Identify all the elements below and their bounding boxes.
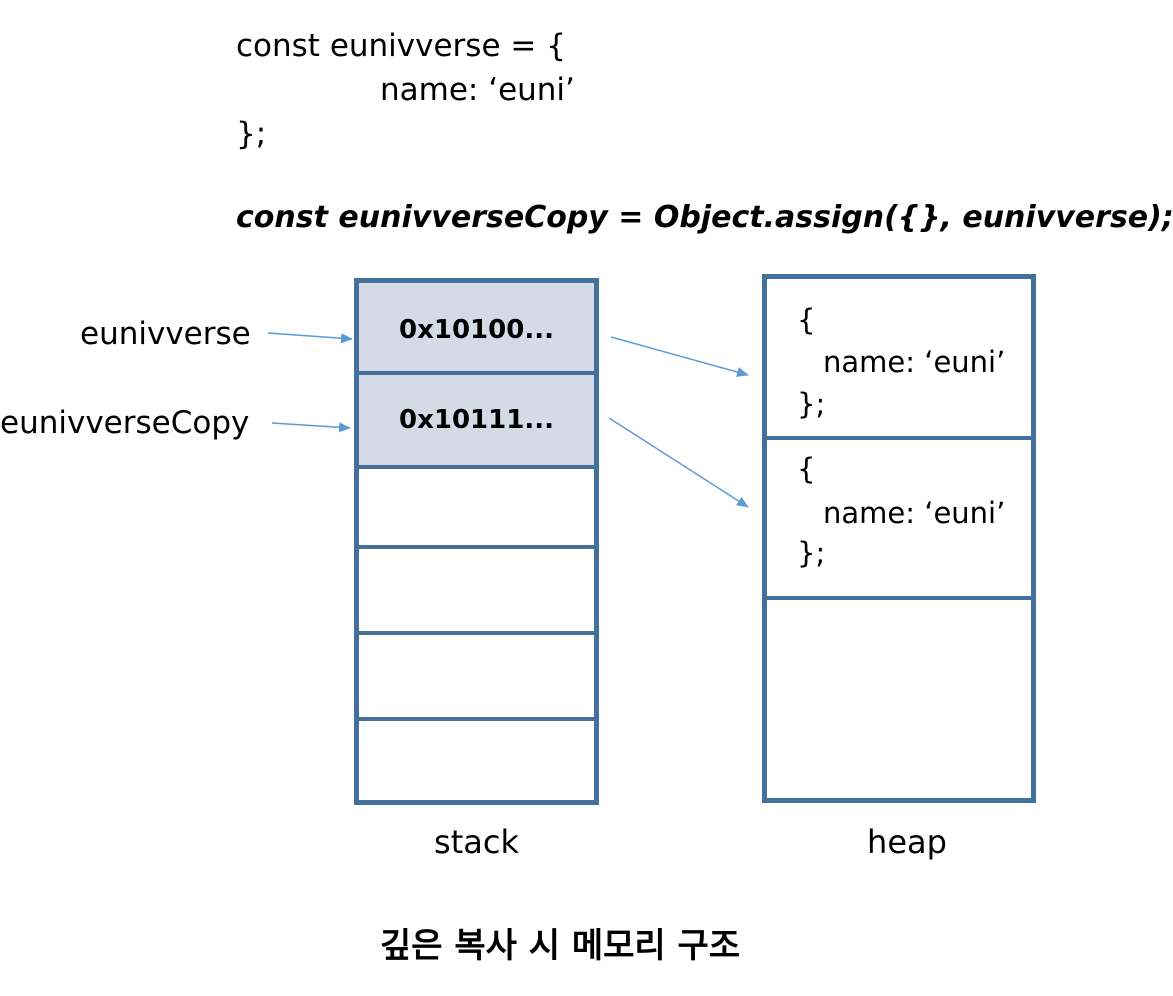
- stack-box: 0x10100... 0x10111...: [354, 278, 599, 805]
- stack-cell: [359, 635, 594, 721]
- label-eunivverse: eunivverse: [80, 316, 251, 352]
- arrow-label-to-stack-1: [267, 332, 353, 344]
- stack-address: 0x10100...: [399, 315, 554, 345]
- arrow-stack-to-heap-2: [608, 417, 749, 508]
- code-line-property: name: ‘euni’: [380, 72, 575, 108]
- stack-cell: 0x10100...: [359, 283, 594, 375]
- stack-cell: 0x10111...: [359, 375, 594, 469]
- heap-box: { name: ‘euni’ }; { name: ‘euni’ };: [762, 274, 1036, 803]
- stack-address: 0x10111...: [399, 405, 554, 435]
- label-eunivverse-copy: eunivverseCopy: [0, 405, 250, 441]
- stack-caption: stack: [434, 823, 519, 861]
- heap-object-body: name: ‘euni’: [823, 345, 1006, 379]
- heap-object-open: {: [797, 452, 816, 486]
- diagram-title: 깊은 복사 시 메모리 구조: [379, 926, 741, 966]
- code-line-copy: const eunivverseCopy = Object.assign({},…: [236, 200, 1173, 235]
- heap-object: { name: ‘euni’ };: [767, 440, 1031, 600]
- heap-object: { name: ‘euni’ };: [767, 279, 1031, 440]
- code-line-declaration: const eunivverse = {: [236, 28, 566, 64]
- heap-object-body: name: ‘euni’: [823, 496, 1006, 530]
- code-line-close: };: [236, 116, 267, 152]
- stack-cell: [359, 469, 594, 549]
- heap-empty-region: [767, 600, 1031, 798]
- heap-object-close: };: [797, 387, 826, 421]
- arrow-label-to-stack-2: [271, 422, 351, 433]
- stack-cell: [359, 721, 594, 800]
- heap-caption: heap: [867, 823, 947, 861]
- heap-object-close: };: [797, 536, 826, 570]
- heap-object-open: {: [797, 303, 816, 337]
- arrow-stack-to-heap-1: [610, 336, 749, 377]
- stack-cell: [359, 549, 594, 635]
